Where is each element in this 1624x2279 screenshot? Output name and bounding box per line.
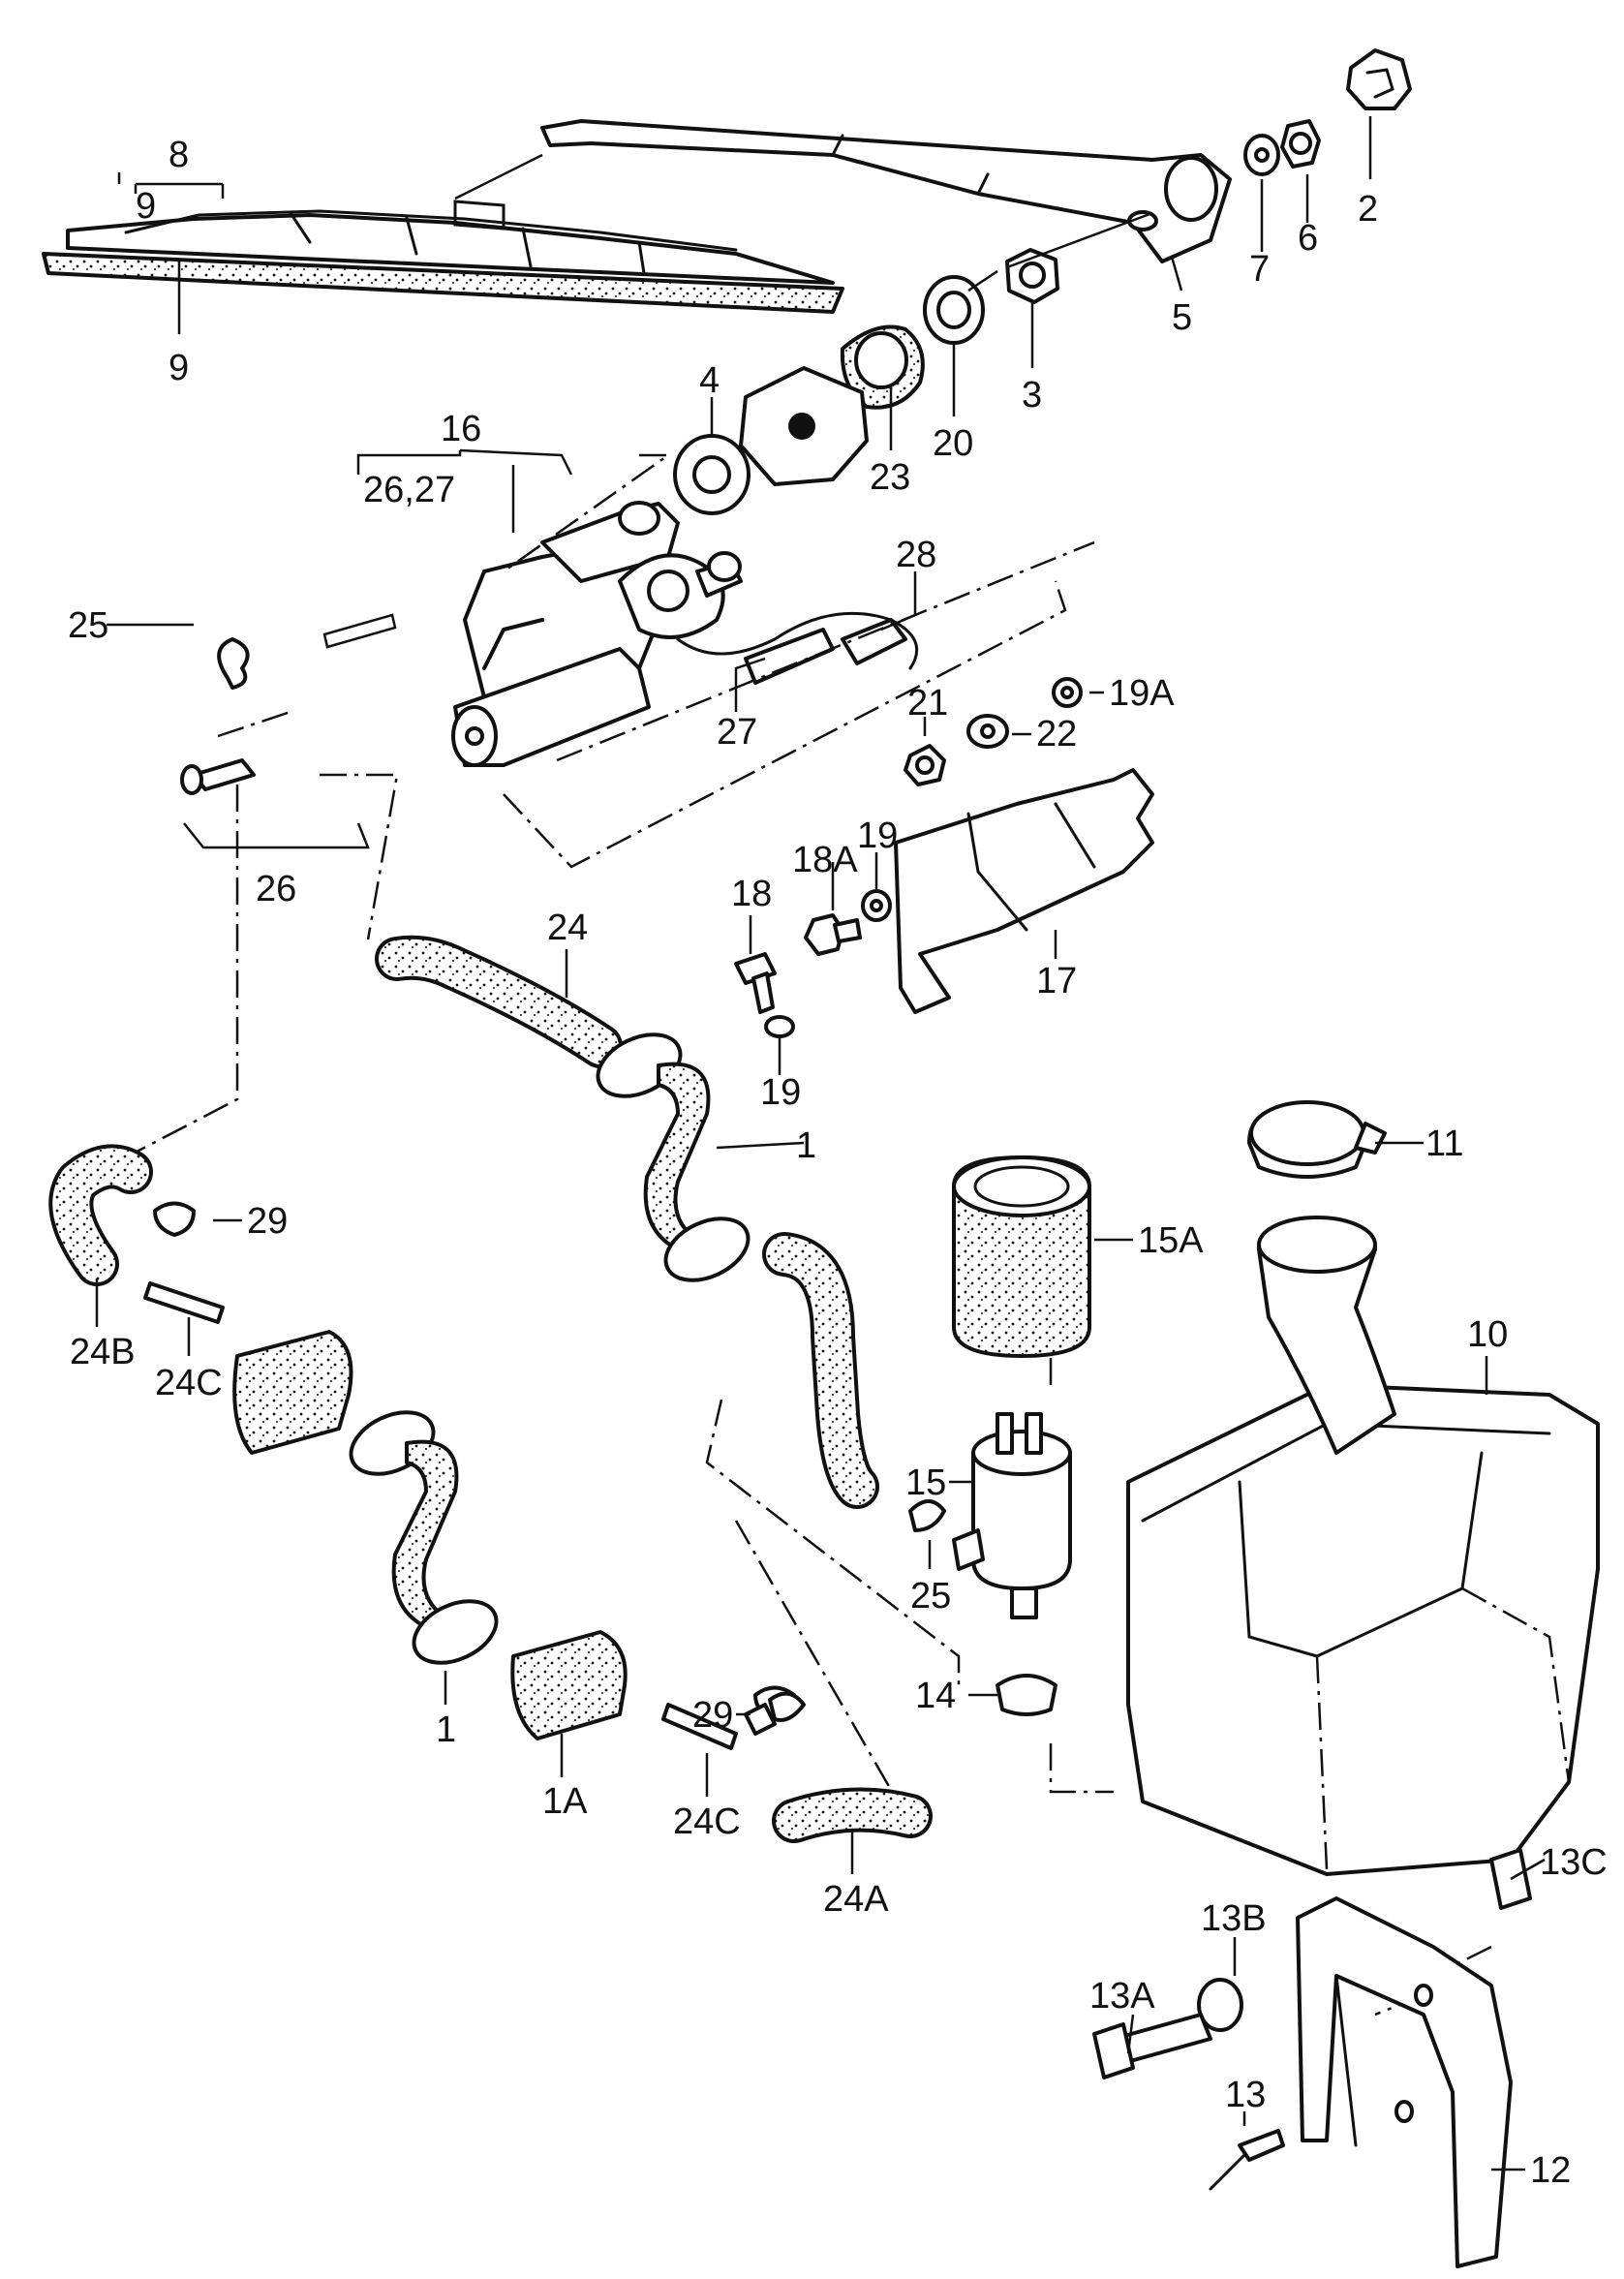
spindle-parts	[673, 48, 1412, 515]
callout-label: 5	[1172, 297, 1192, 338]
wiper-arm	[454, 119, 1232, 263]
fastener-parts	[180, 637, 1083, 1038]
callout-label: 29	[692, 1695, 733, 1736]
callout-label: 19	[760, 1072, 801, 1113]
callout-leaders	[95, 116, 1546, 2171]
callout-label: 7	[1249, 249, 1270, 290]
callout-label: 17	[1036, 961, 1077, 1001]
callout-label: 10	[1467, 1314, 1508, 1355]
mounting-bracket	[1092, 1848, 1532, 2268]
callout-label: 25	[910, 1576, 951, 1617]
callout-label: 15	[905, 1463, 946, 1503]
hoses	[48, 935, 933, 1843]
callout-label: 11	[1425, 1124, 1463, 1164]
callout-label: 9	[169, 348, 189, 388]
callout-label: 6	[1298, 218, 1318, 259]
callout-label: 15A	[1138, 1220, 1204, 1261]
callout-label: 18A	[792, 840, 858, 880]
callout-label: 24B	[70, 1332, 136, 1372]
grommet-elbows	[143, 1032, 796, 1750]
wiper-blade	[42, 200, 844, 314]
callout-label: 24A	[823, 1879, 889, 1920]
callout-label: 28	[896, 535, 936, 575]
wiper-motor	[322, 501, 919, 767]
reservoir-tank	[1126, 1216, 1600, 1876]
callout-label: 3	[1022, 375, 1042, 416]
callout-label: 13	[1225, 2075, 1266, 2115]
callout-labels: 8 9 9 2 6 7 5 3 20 23 4 16 26,27 25 28 2…	[68, 135, 1608, 2191]
callout-label: 19	[857, 816, 898, 856]
callout-label: 22	[1036, 714, 1077, 755]
callout-label: 13B	[1201, 1898, 1267, 1939]
callout-label: 2	[1358, 189, 1378, 230]
callout-label: 24C	[155, 1363, 223, 1403]
callout-label: 20	[933, 423, 973, 464]
callout-label: 13A	[1089, 1976, 1155, 2017]
bracket-17	[894, 768, 1154, 1014]
callout-label: 19A	[1109, 673, 1175, 714]
callout-label: 27	[717, 712, 757, 753]
callout-label: 8	[169, 135, 189, 175]
callout-label: 26	[256, 869, 296, 909]
callout-label: 25	[68, 605, 108, 646]
callout-label: 29	[247, 1201, 288, 1242]
reservoir-cap	[1247, 1100, 1387, 1179]
callout-label: 26,27	[363, 470, 455, 510]
callout-label: 1A	[542, 1781, 588, 1822]
callout-label: 4	[699, 360, 720, 401]
callout-label: 16	[441, 409, 481, 449]
callout-label: 1	[436, 1709, 456, 1750]
callout-label: 18	[731, 874, 772, 914]
callout-label: 21	[907, 683, 948, 724]
callout-label: 1	[796, 1125, 816, 1166]
callout-label: 23	[870, 457, 910, 498]
callout-label: 13C	[1540, 1842, 1608, 1883]
assembly-lines	[115, 453, 1492, 2017]
callout-label: 24C	[673, 1802, 741, 1842]
pump-filter	[744, 1155, 1091, 1736]
callout-label: 24	[547, 908, 588, 948]
callout-label: 12	[1530, 2150, 1571, 2191]
callout-label: 14	[915, 1676, 956, 1716]
callout-label: 9	[136, 186, 156, 227]
